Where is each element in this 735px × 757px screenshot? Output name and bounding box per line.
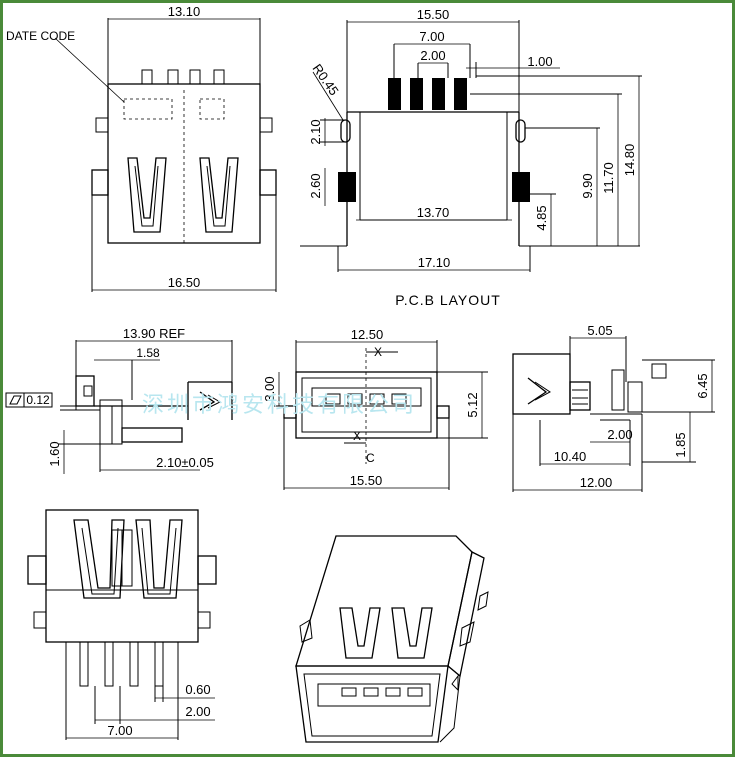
dim-0-60: 0.60	[185, 682, 210, 697]
dim-16-50: 16.50	[168, 275, 201, 290]
dim-2-00-right: 2.00	[607, 427, 632, 442]
dim-13-70: 13.70	[417, 205, 450, 220]
company-watermark: 深圳市鸿安科技有限公司	[142, 393, 417, 418]
dim-15-50: 15.50	[417, 7, 450, 22]
dim-5-12: 5.12	[465, 392, 480, 417]
dim-6-45: 6.45	[695, 373, 710, 398]
front-x-mark-bottom: X	[353, 429, 361, 443]
dim-7-00: 7.00	[419, 29, 444, 44]
dim-3-00: 3.00	[262, 376, 277, 401]
flatness-tolerance-box	[5, 392, 53, 408]
top-view: 13.10 DATE CODE 16.50	[6, 4, 277, 292]
dim-2-60: 2.60	[308, 173, 323, 198]
dim-2-10-tol: 2.10±0.05	[156, 455, 214, 470]
side-view: 13.90 REF 1.58 0.12 1.60 2.10±0.05	[5, 326, 233, 474]
bottom-view: 0.60 2.00 7.00	[27, 509, 217, 740]
dim-1-00: 1.00	[527, 54, 552, 69]
dim-11-70: 11.70	[601, 162, 616, 194]
pcb-pin-pad	[432, 78, 445, 110]
date-code-label: DATE CODE	[6, 29, 75, 43]
dim-2-00: 2.00	[420, 48, 445, 63]
front-view-shell	[295, 371, 438, 439]
dim-2-10: 2.10	[308, 119, 323, 144]
dim-13-10: 13.10	[168, 4, 201, 19]
dim-15-50-front: 15.50	[350, 473, 383, 488]
dim-9-90: 9.90	[580, 173, 595, 198]
pcb-mount-pad	[512, 172, 530, 202]
pcb-slot	[515, 119, 526, 143]
front-x-mark: X	[374, 345, 382, 359]
pcb-pin-pad	[388, 78, 401, 110]
dim-17-10: 17.10	[418, 255, 451, 270]
dim-7-00-bottom: 7.00	[107, 723, 132, 738]
front-centerline: C	[366, 451, 375, 465]
dim-10-40: 10.40	[554, 449, 587, 464]
isometric-view	[295, 535, 489, 743]
dim-r0-45: R0.45	[310, 61, 342, 98]
flatness-icon	[9, 395, 22, 405]
pcb-pin-pad	[454, 78, 467, 110]
dim-1-58: 1.58	[136, 346, 160, 360]
pcb-slot	[340, 119, 351, 143]
dim-12-50: 12.50	[351, 327, 384, 342]
dim-12-00: 12.00	[580, 475, 613, 490]
pcb-pin-pad	[410, 78, 423, 110]
dim-4-85: 4.85	[534, 205, 549, 230]
right-view: 5.05 6.45 2.00 10.40 1.85 12.00	[512, 323, 715, 492]
dim-2-00-bottom: 2.00	[185, 704, 210, 719]
pcb-layout-title: P.C.B LAYOUT	[395, 292, 501, 308]
tolerance-value: 0.12	[26, 393, 50, 407]
dim-14-80: 14.80	[622, 144, 637, 177]
dim-13-90-ref: 13.90 REF	[123, 326, 185, 341]
dim-5-05: 5.05	[587, 323, 612, 338]
dim-1-60: 1.60	[47, 441, 62, 466]
pcb-mount-pad	[338, 172, 356, 202]
front-view: 12.50 X X C 3.00 5.12 15.50	[262, 327, 488, 490]
date-code-box	[123, 98, 173, 120]
iso-top-face	[295, 535, 473, 667]
pcb-layout-view: 15.50 7.00 2.00 1.00 R0.45 2.10 2.60	[300, 7, 642, 308]
iso-front-face	[295, 665, 449, 743]
dim-1-85: 1.85	[673, 432, 688, 457]
